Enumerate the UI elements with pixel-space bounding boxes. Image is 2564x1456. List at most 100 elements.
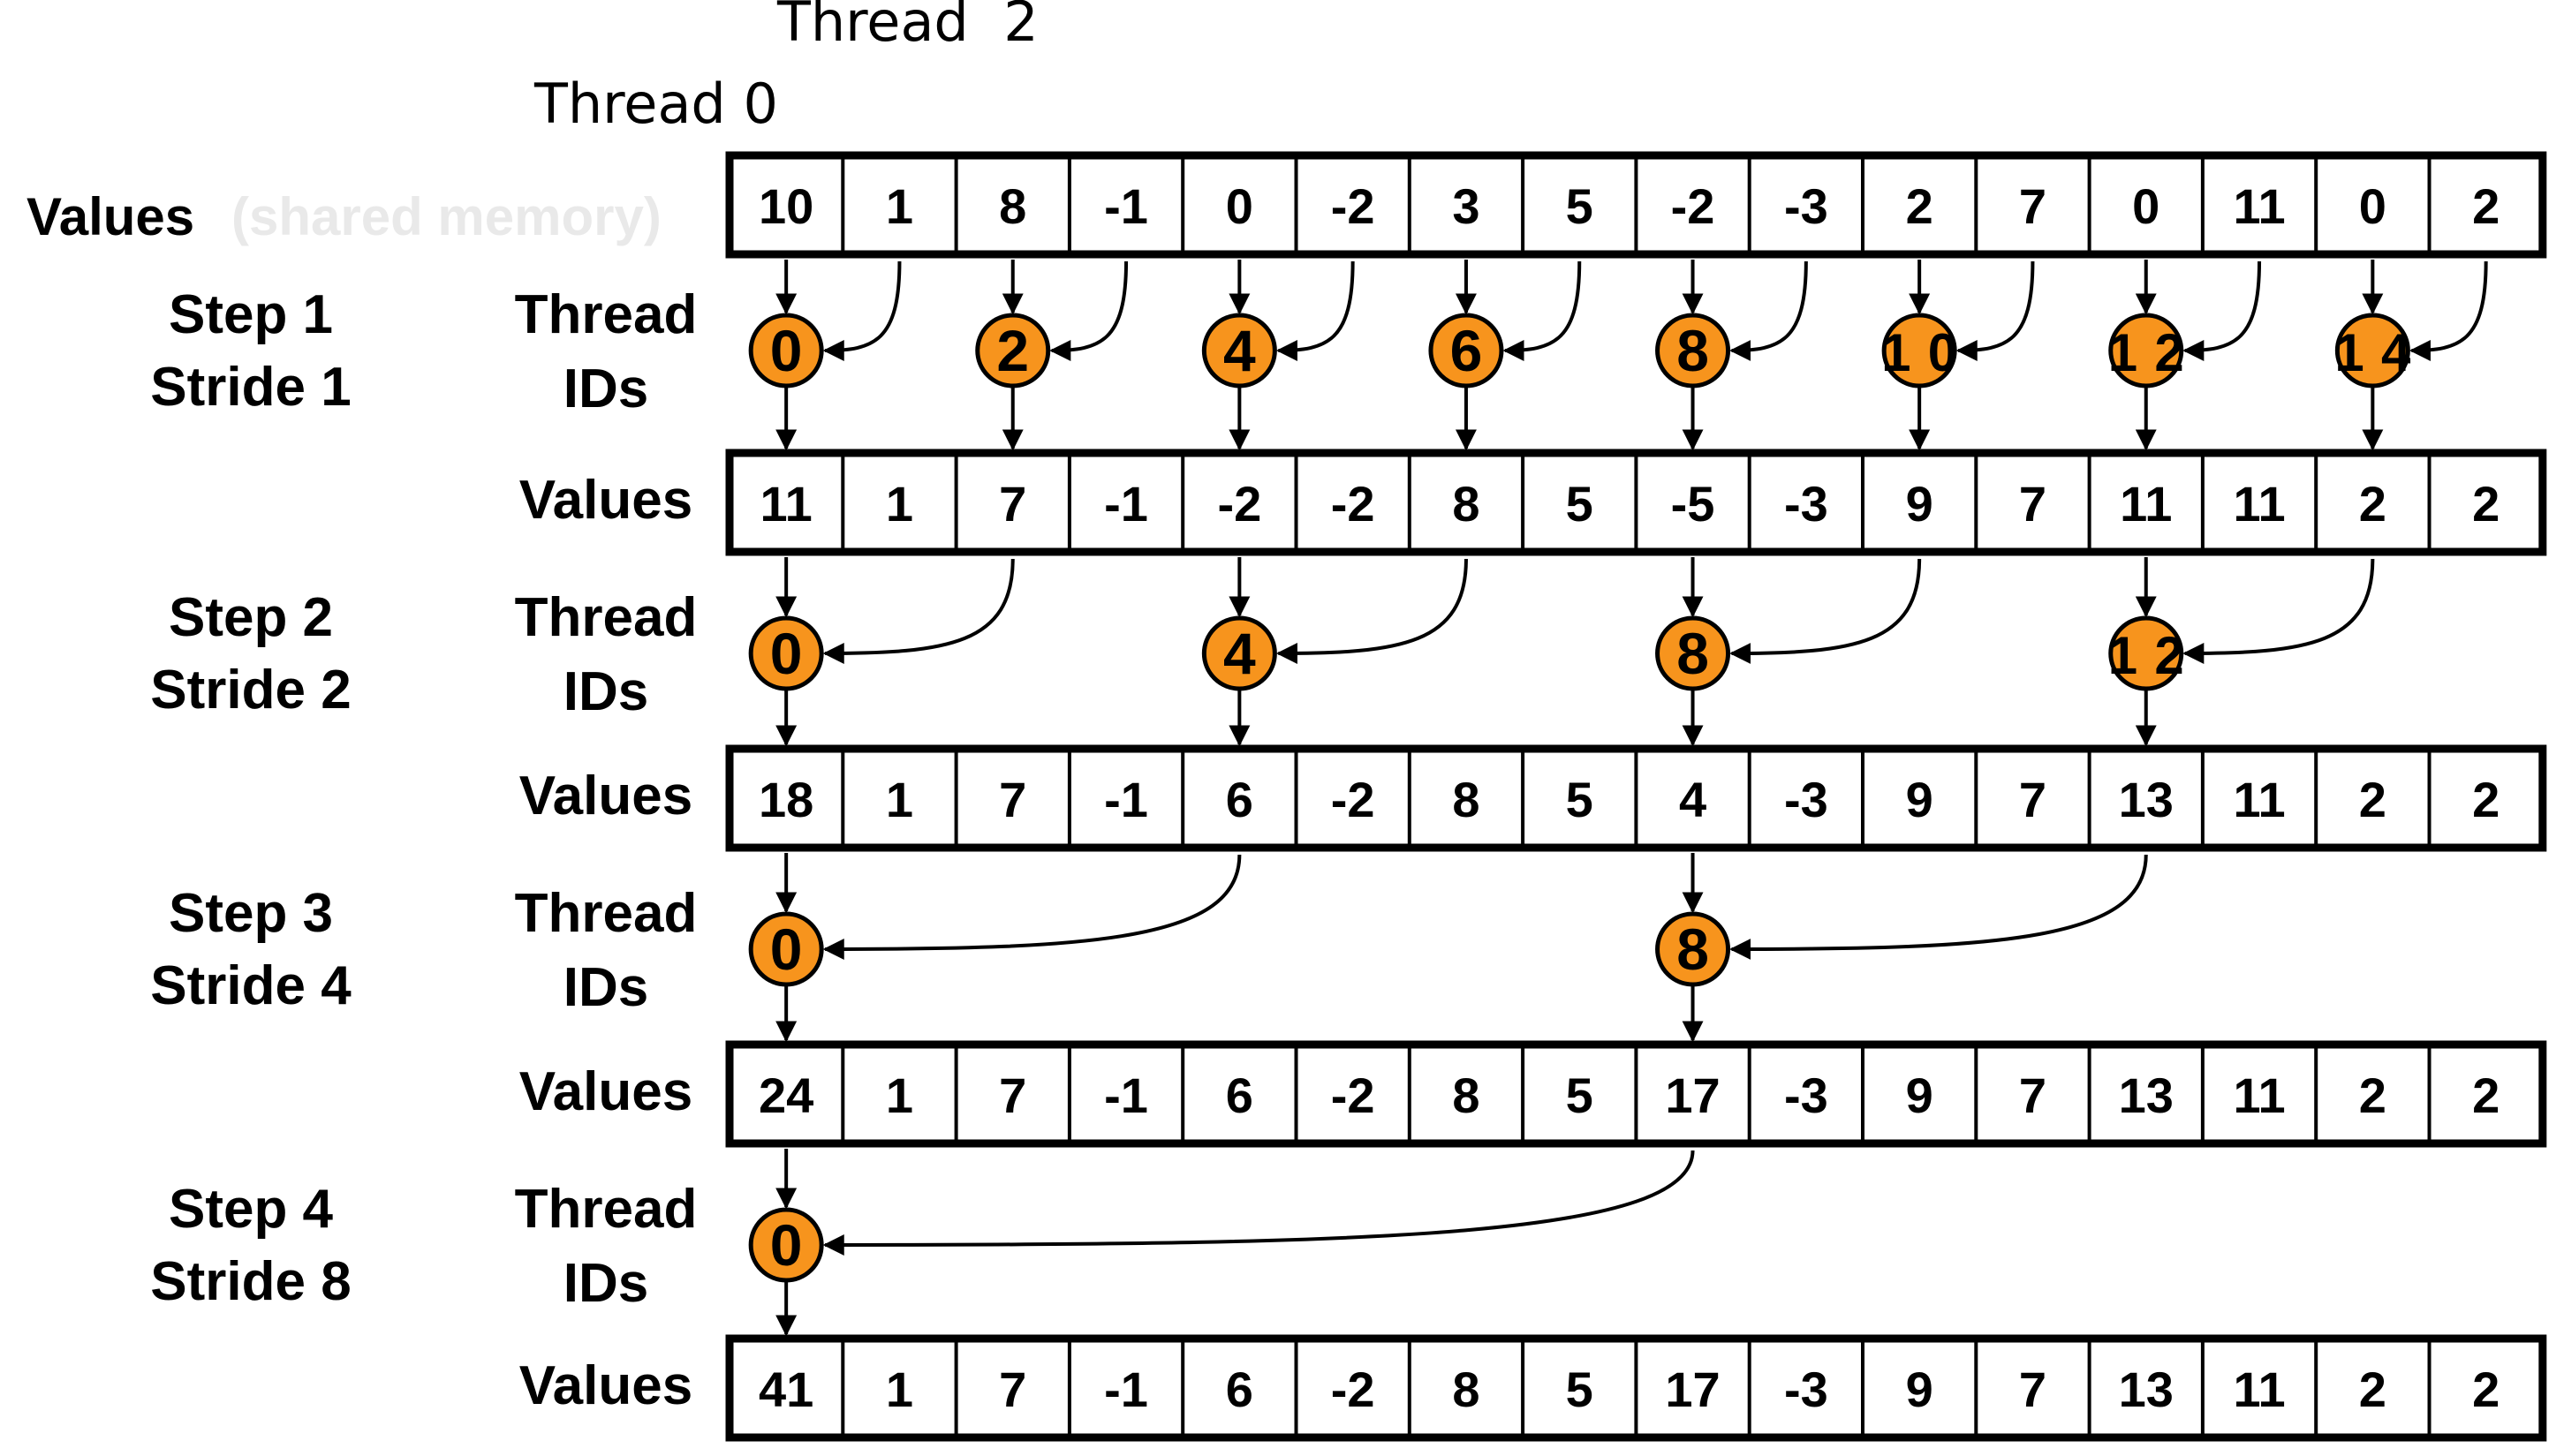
thread-node: 0 [748, 1207, 824, 1283]
value-cell: -1 [1104, 476, 1148, 532]
value-cell: 7 [2019, 772, 2046, 827]
value-cell: 11 [2233, 1362, 2285, 1417]
value-cell: 0 [2359, 178, 2386, 234]
value-cell: 6 [1226, 1362, 1253, 1417]
ids-label: IDs [563, 1253, 648, 1314]
thread-0-label: Thread 0 [533, 72, 778, 136]
value-cell: 5 [1566, 1362, 1593, 1417]
value-cell: 9 [1906, 1067, 1933, 1123]
value-cell: 8 [1452, 476, 1479, 532]
value-cell: 7 [999, 1362, 1026, 1417]
thread-label: Thread [515, 1179, 698, 1240]
curved-arrow [2182, 260, 2262, 361]
value-cell: 1 [886, 1362, 913, 1417]
value-cell: 13 [2119, 1362, 2174, 1417]
thread-id-label: 4 [1223, 318, 1256, 383]
value-cell: 18 [759, 772, 813, 827]
value-cell: 3 [1452, 178, 1479, 234]
value-cell: 7 [2019, 476, 2046, 532]
stride-label: Stride 4 [150, 955, 352, 1016]
value-cell: 8 [999, 178, 1026, 234]
value-cell: 2 [2359, 1362, 2386, 1417]
curved-arrow [1049, 260, 1129, 361]
ids-label: IDs [563, 661, 648, 722]
value-cell: 7 [2019, 1362, 2046, 1417]
thread-node: 8 [1655, 313, 1731, 389]
values-row-label: Values [519, 1061, 692, 1122]
value-cell: 2 [2472, 1067, 2500, 1123]
value-cell: 1 [886, 1067, 913, 1123]
thread-id-label: 6 [1450, 318, 1483, 383]
stride-label: Stride 8 [150, 1251, 351, 1312]
curved-arrow [2182, 558, 2375, 664]
values-row-label: Values [519, 470, 692, 531]
value-cell: 7 [999, 476, 1026, 532]
thread-node: 4 [1201, 615, 1277, 691]
thread-label: Thread [515, 587, 698, 648]
value-cell: -2 [1671, 178, 1715, 234]
ids-label: IDs [563, 957, 648, 1018]
values-row-label: Values [519, 766, 692, 826]
value-cell: 0 [1226, 178, 1253, 234]
thread-id-label: 8 [1676, 318, 1709, 383]
value-cell: 17 [1665, 1362, 1720, 1417]
value-cell: 9 [1906, 1362, 1933, 1417]
thread-id-label: 0 [770, 917, 803, 982]
value-cell: 0 [2132, 178, 2159, 234]
value-cell: 13 [2119, 772, 2174, 827]
value-cell: 8 [1452, 1067, 1479, 1123]
value-cell: 8 [1452, 772, 1479, 827]
value-cell: 1 [886, 772, 913, 827]
value-cell: 2 [2359, 1067, 2386, 1123]
thread-node: 12 [2108, 313, 2184, 389]
curved-arrow [1275, 558, 1468, 664]
curved-arrow [822, 854, 1242, 960]
value-cell: -3 [1784, 178, 1828, 234]
thread-2-label: Thread 2 [776, 0, 1039, 54]
value-cell: 11 [2120, 476, 2172, 532]
thread-node: 6 [1428, 313, 1504, 389]
value-cell: 13 [2119, 1067, 2174, 1123]
values-row-label-top: Values [26, 187, 194, 246]
value-cell: -2 [1331, 1067, 1375, 1123]
value-cell: 5 [1566, 772, 1593, 827]
value-cell: 11 [2233, 178, 2285, 234]
value-cell: 17 [1665, 1067, 1720, 1123]
thread-node: 4 [1201, 313, 1277, 389]
value-cell: 2 [2359, 772, 2386, 827]
stride-label: Stride 2 [150, 660, 351, 720]
value-cell: 7 [2019, 178, 2046, 234]
thread-id-label: 8 [1676, 621, 1709, 686]
ids-label: IDs [563, 358, 648, 419]
thread-node: 12 [2108, 615, 2184, 691]
value-cell: -5 [1671, 476, 1715, 532]
value-cell: 7 [2019, 1067, 2046, 1123]
step-label: Step 2 [169, 587, 333, 648]
value-cell: -3 [1784, 476, 1828, 532]
thread-node: 2 [975, 313, 1051, 389]
thread-node: 0 [748, 911, 824, 987]
curved-arrow [822, 558, 1015, 664]
value-cell: 8 [1452, 1362, 1479, 1417]
value-cell: 9 [1906, 476, 1933, 532]
value-cell: 2 [2472, 1362, 2500, 1417]
value-cell: 2 [1906, 178, 1933, 234]
value-cell: -3 [1784, 1362, 1828, 1417]
curved-arrow [1729, 558, 1922, 664]
value-cell: 10 [759, 178, 813, 234]
curved-arrow [1275, 260, 1355, 361]
stride-label: Stride 1 [150, 357, 351, 418]
thread-id-label: 2 [996, 318, 1029, 383]
value-cell: 4 [1679, 772, 1706, 827]
value-cell: -1 [1104, 1067, 1148, 1123]
thread-node: 8 [1655, 615, 1731, 691]
value-cell: 7 [999, 772, 1026, 827]
value-cell: 11 [2233, 476, 2285, 532]
value-cell: 11 [2233, 772, 2285, 827]
connectors [775, 260, 2488, 1337]
step-label: Step 4 [169, 1179, 334, 1240]
